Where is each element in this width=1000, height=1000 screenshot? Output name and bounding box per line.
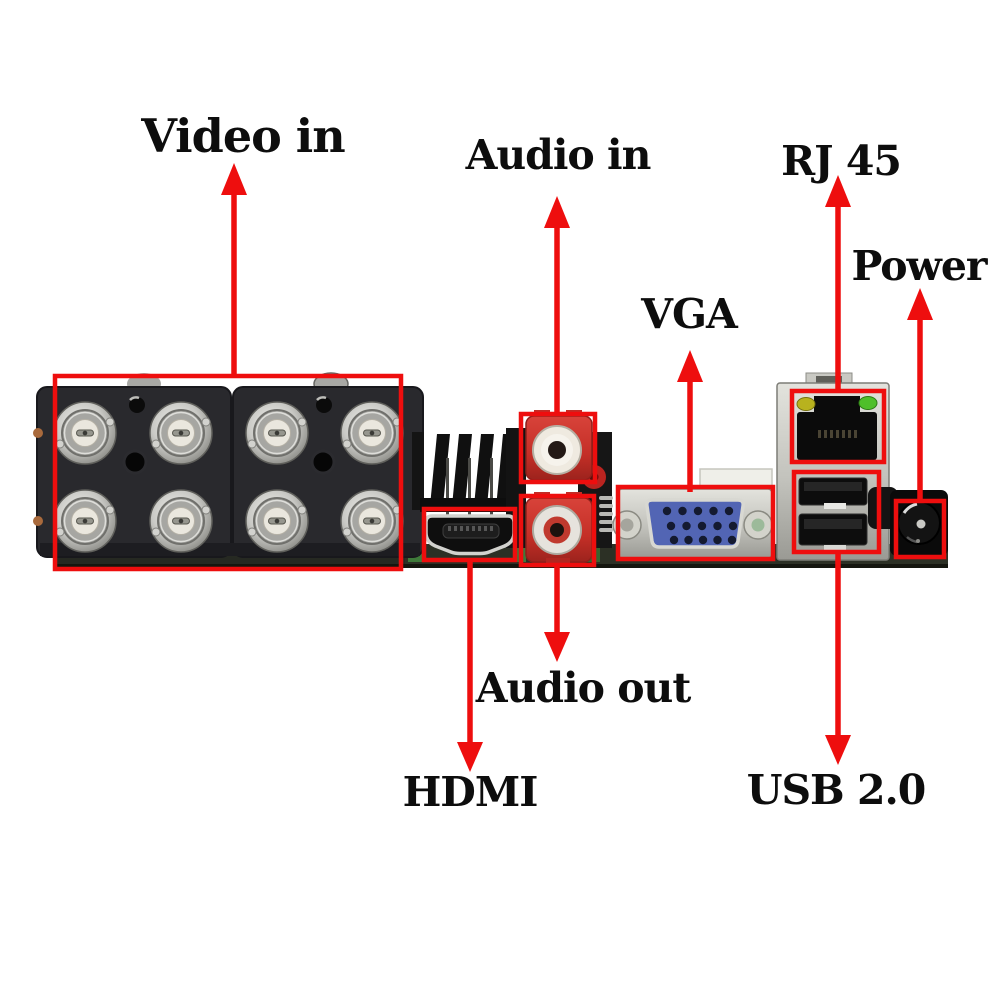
video-in-arrow [221,163,247,377]
rj45-usb-tower [776,372,890,561]
power-arrow [907,288,933,501]
label-rj45: RJ 45 [781,137,902,185]
rj45-arrow [825,175,851,391]
usb-ports [798,477,868,551]
audio-in-arrow [544,196,570,414]
vga-pin-holes [662,506,738,545]
rca-audio-in [525,410,593,481]
label-usb: USB 2.0 [746,766,927,814]
label-hdmi: HDMI [402,768,539,816]
label-audio-out: Audio out [475,664,692,712]
label-vga: VGA [641,290,738,338]
label-video-in: Video in [141,109,345,163]
bnc-block [33,386,424,558]
label-audio-in: Audio in [465,131,652,179]
audio-out-arrow [544,565,570,662]
hdmi-port [424,514,516,556]
rca-audio-out [525,492,593,566]
vga-arrow [677,350,703,492]
video-in-highlight-box [52,373,404,572]
hdmi-arrow [457,560,483,772]
label-power: Power [851,242,987,290]
rj45-port [796,396,878,460]
power-jack [868,487,948,556]
link-led-yellow [796,397,816,411]
vga-highlight-box [615,484,776,562]
usb-arrow [825,552,851,765]
activity-led-green [858,396,878,410]
